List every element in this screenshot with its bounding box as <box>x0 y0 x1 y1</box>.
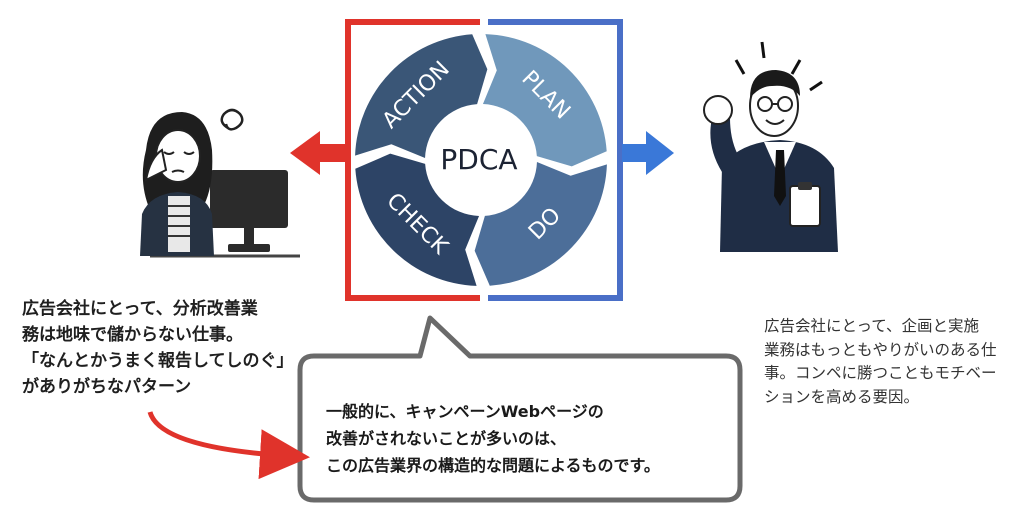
curved-arrow-red <box>147 411 310 480</box>
confident-businessman-icon <box>703 41 838 252</box>
callout-bubble <box>297 315 743 503</box>
right-description-line: ションを高める要因。 <box>764 387 920 406</box>
right-description-line: 広告会社にとって、企画と実施 <box>764 317 979 335</box>
left-description: 広告会社にとって、分析改善業 務は地味で儲からない仕事。 「なんとかうまく報告し… <box>22 296 322 400</box>
right-description: 広告会社にとって、企画と実施 業務はもっともやりがいのある仕 事。コンペに勝つこ… <box>764 315 1019 409</box>
right-arrow-blue <box>622 131 674 175</box>
left-description-line: 「なんとかうまく報告してしのぐ」 <box>22 351 294 371</box>
left-description-line: がありがちなパターン <box>22 377 192 397</box>
callout-line: この広告業界の構造的な問題によるものです。 <box>326 456 660 475</box>
right-bracket-blue <box>488 19 623 301</box>
left-description-line: 広告会社にとって、分析改善業 <box>22 299 258 319</box>
pdca-segment-check <box>355 153 480 286</box>
pdca-segment-plan <box>482 34 607 167</box>
callout-text: 一般的に、キャンペーンWebページの 改善がされないことが多いのは、 この広告業… <box>326 398 726 479</box>
right-description-line: 業務はもっともやりがいのある仕 <box>764 340 997 359</box>
left-arrow-red <box>290 131 348 175</box>
callout-line: 改善がされないことが多いのは、 <box>326 429 567 448</box>
right-description-line: 事。コンペに勝つこともモチベー <box>764 364 997 382</box>
pdca-segment-do <box>474 161 607 286</box>
pdca-segment-action <box>355 34 488 159</box>
left-description-line: 務は地味で儲からない仕事。 <box>22 325 243 345</box>
callout-line: 一般的に、キャンペーンWebページの <box>326 402 604 421</box>
pdca-center-label: PDCA <box>440 143 518 176</box>
tired-woman-at-computer-icon <box>140 108 300 258</box>
